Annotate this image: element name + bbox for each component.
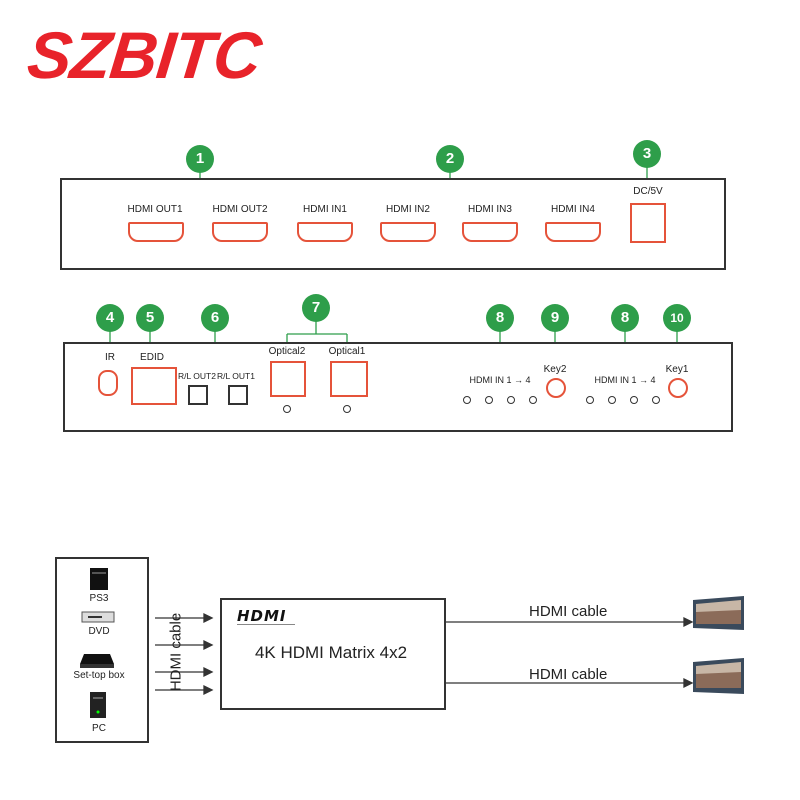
callout-7: 7	[302, 294, 330, 322]
hdmi-logo-underline	[237, 624, 295, 625]
ir-label: IR	[105, 352, 115, 363]
hdmi-in4-port	[545, 222, 601, 242]
matrix-box	[220, 598, 446, 710]
hdmi-logo: HDMI	[237, 607, 287, 625]
optical2-label: Optical2	[268, 346, 306, 357]
callout-8a: 8	[486, 304, 514, 332]
callout-5: 5	[136, 304, 164, 332]
hdmi-in4-label: HDMI IN4	[551, 204, 595, 215]
ps3-label: PS3	[89, 593, 109, 604]
set-top-box-label: Set-top box	[73, 670, 125, 681]
hdmi-in3-label: HDMI IN3	[468, 204, 512, 215]
led-indicator	[485, 396, 493, 404]
output-cable-label-2: HDMI cable	[529, 666, 608, 683]
led-indicator	[652, 396, 660, 404]
hdmi-in1-label: HDMI IN1	[303, 204, 347, 215]
hdmi-in2-label: HDMI IN2	[386, 204, 430, 215]
callout-3: 3	[633, 140, 661, 168]
key1-button	[668, 378, 688, 398]
callout-1: 1	[186, 145, 214, 173]
input-cable-label: HDMI cable	[167, 612, 185, 692]
optical2-port	[270, 361, 306, 397]
edid-label: EDID	[140, 352, 164, 363]
pc-icon	[90, 692, 106, 718]
output-cable-label-1: HDMI cable	[529, 603, 608, 620]
display-icon	[693, 596, 744, 630]
led-indicator	[529, 396, 537, 404]
hdmi-out1-port	[128, 222, 184, 242]
hdmi-in2-port	[380, 222, 436, 242]
rl-out1-label: R/L OUT1	[217, 371, 255, 381]
set-top-box-icon	[80, 654, 114, 668]
pc-label: PC	[92, 723, 106, 734]
dvd-icon	[81, 611, 115, 623]
callout-8b: 8	[611, 304, 639, 332]
matrix-title: 4K HDMI Matrix 4x2	[254, 643, 408, 662]
edid-switch	[131, 367, 177, 405]
display-icon	[693, 658, 744, 694]
hdmi-in-range-label: HDMI IN 1 → 4	[594, 375, 656, 385]
dc-5v-label: DC/5V	[633, 186, 663, 197]
rl-out2-label: R/L OUT2	[178, 371, 216, 381]
led-indicator	[463, 396, 471, 404]
hdmi-out1-label: HDMI OUT1	[127, 204, 183, 215]
hdmi-in3-port	[462, 222, 518, 242]
callout-9: 9	[541, 304, 569, 332]
hdmi-in-range-label: HDMI IN 1 → 4	[469, 375, 531, 385]
dvd-label: DVD	[88, 626, 110, 637]
ps3-icon	[90, 568, 108, 590]
hdmi-in1-port	[297, 222, 353, 242]
hdmi-out2-port	[212, 222, 268, 242]
key1-label: Key1	[665, 364, 689, 375]
callout-6: 6	[201, 304, 229, 332]
ir-receiver	[98, 370, 118, 396]
dc-5v-port	[630, 203, 666, 243]
rl-out1-jack	[228, 385, 248, 405]
optical1-port	[330, 361, 368, 397]
optical1-label: Optical1	[328, 346, 366, 357]
optical2-indicator	[283, 405, 291, 413]
hdmi-out2-label: HDMI OUT2	[212, 204, 268, 215]
callout-4: 4	[96, 304, 124, 332]
key2-label: Key2	[543, 364, 567, 375]
callout-2: 2	[436, 145, 464, 173]
key2-button	[546, 378, 566, 398]
rl-out2-jack	[188, 385, 208, 405]
led-indicator	[630, 396, 638, 404]
led-indicator	[608, 396, 616, 404]
optical1-indicator	[343, 405, 351, 413]
led-indicator	[586, 396, 594, 404]
callout-10: 10	[663, 304, 691, 332]
led-indicator	[507, 396, 515, 404]
source-devices-box	[55, 557, 149, 743]
